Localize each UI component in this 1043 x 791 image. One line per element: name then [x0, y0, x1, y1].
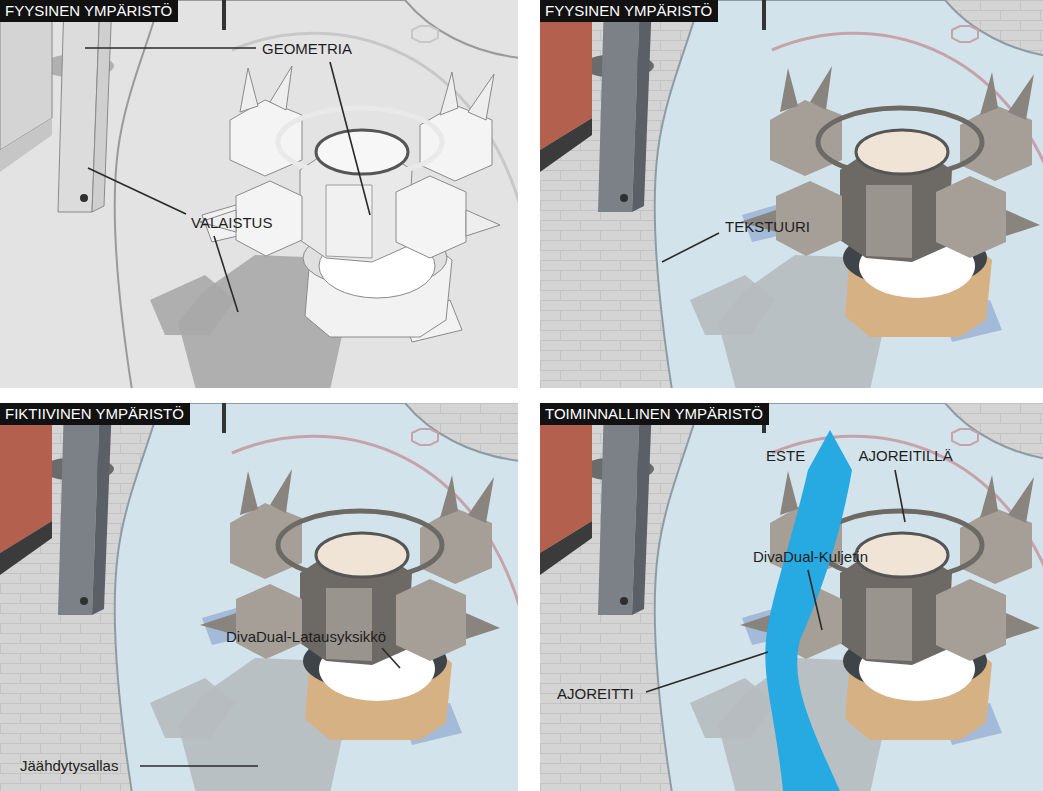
panel-header: FYYSINEN YMPÄRISTÖ: [0, 0, 178, 22]
panel-scene: [0, 0, 520, 390]
panel-header: TOIMINNALLINEN YMPÄRISTÖ: [540, 403, 769, 425]
callout-label: ESTE AJOREITILLÄ: [766, 447, 953, 465]
panel-scene: [540, 0, 1043, 390]
callout-label: DivaDual-Latausyksikkö: [226, 628, 386, 646]
panel: FIKTIIVINEN YMPÄRISTÖ: [0, 403, 518, 791]
textured-scene: [0, 403, 520, 791]
route-arrow: [765, 430, 852, 791]
textured-scene: [540, 403, 1043, 791]
panel: FYYSINEN YMPÄRISTÖ: [540, 0, 1043, 388]
callout-label: GEOMETRIA: [262, 40, 352, 58]
panel-scene: [0, 403, 520, 791]
wireframe-scene: [0, 0, 520, 390]
callout-label: VALAISTUS: [191, 214, 272, 232]
callout-label: AJOREITTI: [557, 685, 634, 703]
panel-header: FYYSINEN YMPÄRISTÖ: [540, 0, 718, 22]
callout-label: TEKSTUURI: [725, 218, 810, 236]
leader-lines: [85, 48, 905, 766]
callout-label: Jäähdytysallas: [20, 757, 118, 775]
panel: FYYSINEN YMPÄRISTÖ: [0, 0, 518, 388]
callout-label: DivaDual-Kuljetin: [753, 548, 868, 566]
panel-header: FIKTIIVINEN YMPÄRISTÖ: [0, 403, 190, 425]
panel-scene: [540, 403, 1043, 791]
textured-scene: [540, 0, 1043, 390]
